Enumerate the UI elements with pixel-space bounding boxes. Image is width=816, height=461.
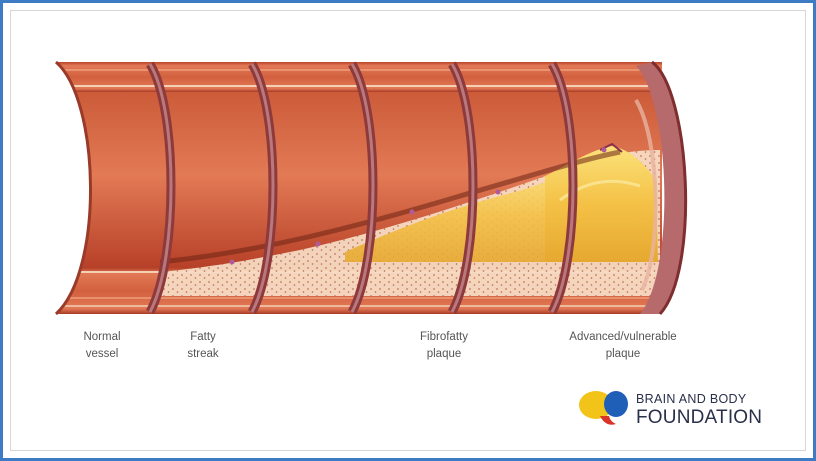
- logo-wordmark: BRAIN AND BODY FOUNDATION: [636, 392, 762, 429]
- label-fibrofatty-plaque: Fibrofatty plaque: [404, 329, 484, 363]
- logo-foundation: FOUNDATION: [636, 407, 762, 429]
- label-normal-vessel: Normal vessel: [72, 329, 132, 363]
- logo-brain: BRAIN: [636, 392, 676, 406]
- label-advanced-plaque: Advanced/vulnerable plaque: [548, 329, 698, 363]
- label-fatty-streak: Fatty streak: [178, 329, 228, 363]
- logo-and-body: AND BODY: [679, 392, 747, 406]
